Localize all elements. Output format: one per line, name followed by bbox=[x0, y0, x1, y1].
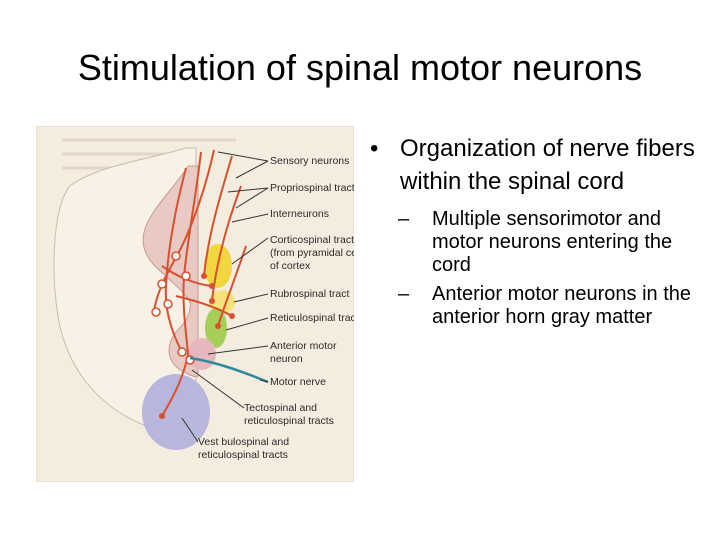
label-anterior-motor-line1: Anterior motor bbox=[270, 340, 337, 352]
label-corticospinal-line3: of cortex bbox=[270, 260, 311, 272]
label-propriospinal-tract: Propriospinal tract bbox=[270, 182, 354, 194]
label-interneurons: Interneurons bbox=[270, 208, 329, 220]
label-tectospinal-line1: Tectospinal and bbox=[244, 402, 317, 414]
bullet-main-text: Organization of nerve fibers within the … bbox=[400, 135, 695, 195]
label-vestibulospinal-line1: Vest bulospinal and bbox=[198, 436, 289, 448]
label-anterior-motor-line2: neuron bbox=[270, 353, 303, 365]
motor-nerve-fiber bbox=[189, 356, 269, 384]
slide-title: Stimulation of spinal motor neurons bbox=[77, 47, 643, 88]
sub-bullet-marker: – bbox=[398, 283, 410, 305]
sub-bullet-1: – Multiple sensorimotor and motor neuron… bbox=[370, 208, 700, 277]
vestibulospinal-tract-region bbox=[142, 374, 210, 450]
label-reticulospinal-tract: Reticulospinal tract bbox=[270, 312, 354, 324]
leader-lines bbox=[181, 151, 269, 443]
spinal-cord-diagram: Sensory neurons Propriospinal tract Inte… bbox=[36, 126, 354, 482]
anterior-horn-region bbox=[188, 338, 216, 370]
bullet-main: • Organization of nerve fibers within th… bbox=[370, 132, 700, 198]
label-corticospinal-line1: Corticospinal tract bbox=[270, 234, 354, 246]
label-rubrospinal-tract: Rubrospinal tract bbox=[270, 288, 349, 300]
label-motor-nerve: Motor nerve bbox=[270, 376, 326, 388]
label-vestibulospinal-line2: reticulospinal tracts bbox=[198, 449, 288, 461]
label-sensory-neurons: Sensory neurons bbox=[270, 155, 349, 167]
sub-bullet-1-text: Multiple sensorimotor and motor neurons … bbox=[432, 208, 673, 276]
label-tectospinal-line2: reticulospinal tracts bbox=[244, 415, 334, 427]
sub-bullet-2-text: Anterior motor neurons in the anterior h… bbox=[432, 283, 692, 328]
bullet-list: • Organization of nerve fibers within th… bbox=[370, 132, 700, 329]
synapse-dots bbox=[159, 273, 235, 419]
sub-bullet-marker: – bbox=[398, 208, 410, 230]
bullet-marker: • bbox=[370, 135, 379, 162]
label-corticospinal-line2: (from pyramidal cell bbox=[270, 247, 354, 259]
neuron-cell-bodies bbox=[151, 251, 195, 365]
sub-bullet-2: – Anterior motor neurons in the anterior… bbox=[370, 283, 700, 329]
